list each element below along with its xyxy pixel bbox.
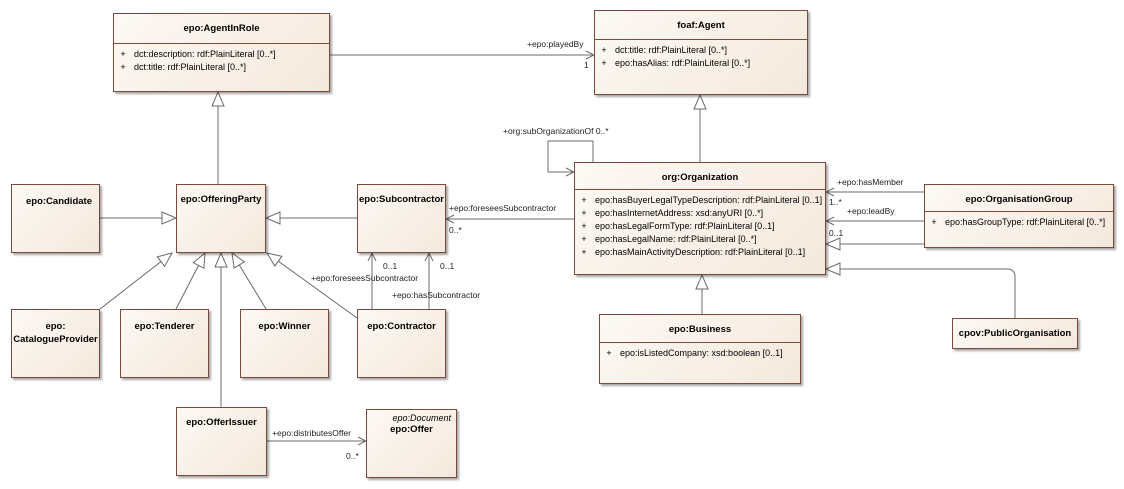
association-role-label: +epo:hasSubcontractor — [392, 290, 481, 300]
association-role-label: +epo:foreseesSubcontractor — [449, 203, 557, 213]
class-contractor[interactable]: epo:Contractor — [357, 309, 446, 378]
attribute-compartment: + dct:title: rdf:PlainLiteral [0..*] + epo… — [595, 39, 807, 70]
class-name: epo:Business — [668, 324, 732, 335]
attribute-row: + epo:hasInternetAddress: xsd:anyURI [0..… — [575, 207, 825, 220]
visibility-marker: + — [931, 217, 937, 227]
class-name: epo:Offer — [390, 424, 433, 435]
class-offer[interactable]: epo:Document epo:Offer — [366, 409, 457, 478]
attribute-row: + epo:isListedCompany: xsd:boolean [0..1] — [600, 347, 800, 360]
association-role-label: +org:subOrganizationOf 0..* — [503, 126, 609, 136]
association-multiplicity-label: 0..* — [346, 451, 359, 461]
association-role-label: +epo:hasMember — [837, 177, 904, 187]
class-name: foaf:Agent — [677, 20, 725, 31]
class-name-line: epo: — [45, 321, 66, 332]
class-name: epo:Candidate — [26, 196, 92, 207]
class-tenderer[interactable]: epo:Tenderer — [120, 309, 209, 378]
association-role-label: +epo:playedBy — [527, 39, 584, 49]
visibility-marker: + — [581, 195, 587, 205]
attribute-compartment: + epo:hasBuyerLegalTypeDescription: rdf:P… — [575, 189, 825, 259]
attribute-row: + dct:title: rdf:PlainLiteral [0..*] — [114, 61, 329, 74]
attribute-row: + epo:hasLegalName: rdf:PlainLiteral [0..… — [575, 233, 825, 246]
attribute-row: + dct:title: rdf:PlainLiteral [0..*] — [595, 44, 807, 57]
class-stereotype: epo:Document — [392, 413, 451, 423]
visibility-marker: + — [601, 45, 607, 55]
attribute-row: + epo:hasAlias: rdf:PlainLiteral [0..*] — [595, 57, 807, 70]
class-name: epo: CatalogueProvider — [12, 310, 99, 346]
class-name: org:Organization — [661, 172, 739, 183]
class-name: epo:OrganisationGroup — [965, 194, 1073, 205]
attribute-text: epo:isListedCompany: xsd:boolean [0..1] — [620, 348, 783, 358]
attribute-row: + epo:hasMainActivityDescription: rdf:Pla… — [575, 246, 825, 259]
visibility-marker: + — [581, 234, 587, 244]
visibility-marker: + — [581, 247, 587, 257]
class-name: epo:Subcontractor — [359, 194, 444, 205]
attribute-text: epo:hasLegalFormType: rdf:PlainLiteral [… — [595, 221, 775, 231]
attribute-text: epo:hasInternetAddress: xsd:anyURI [0..*… — [595, 208, 764, 218]
class-organization[interactable]: org:Organization + epo:hasBuyerLegalTypeD… — [574, 162, 826, 275]
attribute-row: + epo:hasBuyerLegalTypeDescription: rdf:P… — [575, 194, 825, 207]
class-organisationgroup[interactable]: epo:OrganisationGroup + epo:hasGroupType:… — [924, 184, 1114, 248]
class-subcontractor[interactable]: epo:Subcontractor — [357, 184, 446, 253]
class-catalogueprovider[interactable]: epo: CatalogueProvider — [11, 309, 100, 378]
attribute-compartment: + dct:description: rdf:PlainLiteral [0..*… — [114, 43, 329, 74]
class-offeringparty[interactable]: epo:OfferingParty — [176, 184, 266, 253]
attribute-row: + epo:hasLegalFormType: rdf:PlainLiteral … — [575, 220, 825, 233]
association-multiplicity-label: 0..1 — [829, 228, 844, 238]
attribute-compartment: + epo:isListedCompany: xsd:boolean [0..1] — [600, 342, 800, 360]
generalization-publicorg-organization — [826, 269, 1016, 318]
class-foaf-agent[interactable]: foaf:Agent + dct:title: rdf:PlainLiteral … — [594, 10, 808, 95]
attribute-text: epo:hasBuyerLegalTypeDescription: rdf:Pl… — [595, 195, 823, 205]
generalization-contractor-offeringparty — [267, 253, 358, 319]
association-multiplicity-label: 1..* — [829, 197, 842, 207]
attribute-text: epo:hasLegalName: rdf:PlainLiteral [0..*… — [595, 234, 757, 244]
class-offerissuer[interactable]: epo:OfferIssuer — [176, 407, 267, 476]
generalization-tenderer-offeringparty — [175, 253, 205, 310]
class-name: epo:Tenderer — [134, 321, 195, 332]
generalization-catalogueprovider-offeringparty — [99, 253, 172, 310]
visibility-marker: + — [606, 348, 612, 358]
class-name: cpov:PublicOrganisation — [958, 328, 1072, 339]
class-name: epo:AgentInRole — [183, 23, 260, 34]
visibility-marker: + — [601, 58, 607, 68]
class-agentinrole[interactable]: epo:AgentInRole + dct:description: rdf:Pl… — [113, 13, 330, 92]
association-role-label: +epo:distributesOffer — [272, 428, 351, 438]
attribute-text: epo:hasGroupType: rdf:PlainLiteral [0..*… — [945, 217, 1106, 227]
attribute-compartment: + epo:hasGroupType: rdf:PlainLiteral [0..… — [925, 211, 1113, 229]
class-business[interactable]: epo:Business + epo:isListedCompany: xsd:b… — [599, 314, 801, 384]
visibility-marker: + — [581, 221, 587, 231]
attribute-text: epo:hasMainActivityDescription: rdf:Plai… — [595, 247, 806, 257]
association-suborganizationof — [547, 140, 594, 172]
class-name-line: CatalogueProvider — [13, 334, 98, 345]
class-name: epo:Contractor — [367, 321, 436, 332]
association-role-label: +epo:foreseesSubcontractor — [311, 273, 419, 283]
attribute-text: epo:hasAlias: rdf:PlainLiteral [0..*] — [615, 58, 751, 68]
class-winner[interactable]: epo:Winner — [240, 309, 329, 378]
visibility-marker: + — [120, 49, 126, 59]
association-multiplicity-label: 1 — [584, 60, 589, 70]
attribute-row: + epo:hasGroupType: rdf:PlainLiteral [0..… — [925, 216, 1113, 229]
class-publicorganisation[interactable]: cpov:PublicOrganisation — [952, 318, 1078, 349]
generalization-winner-offeringparty — [232, 253, 267, 310]
class-candidate[interactable]: epo:Candidate — [11, 184, 100, 253]
visibility-marker: + — [581, 208, 587, 218]
attribute-text: dct:title: rdf:PlainLiteral [0..*] — [134, 62, 247, 72]
visibility-marker: + — [120, 62, 126, 72]
association-multiplicity-label: 0..* — [449, 225, 462, 235]
association-role-label: +epo:leadBy — [847, 206, 895, 216]
class-name: epo:OfferIssuer — [186, 417, 257, 428]
class-name: epo:OfferingParty — [180, 194, 262, 205]
attribute-text: dct:description: rdf:PlainLiteral [0..*] — [134, 49, 276, 59]
class-name: epo:Winner — [258, 321, 311, 332]
association-multiplicity-label: 0..1 — [440, 261, 455, 271]
attribute-text: dct:title: rdf:PlainLiteral [0..*] — [615, 45, 728, 55]
association-multiplicity-label: 0..1 — [383, 261, 398, 271]
attribute-row: + dct:description: rdf:PlainLiteral [0..*… — [114, 48, 329, 61]
